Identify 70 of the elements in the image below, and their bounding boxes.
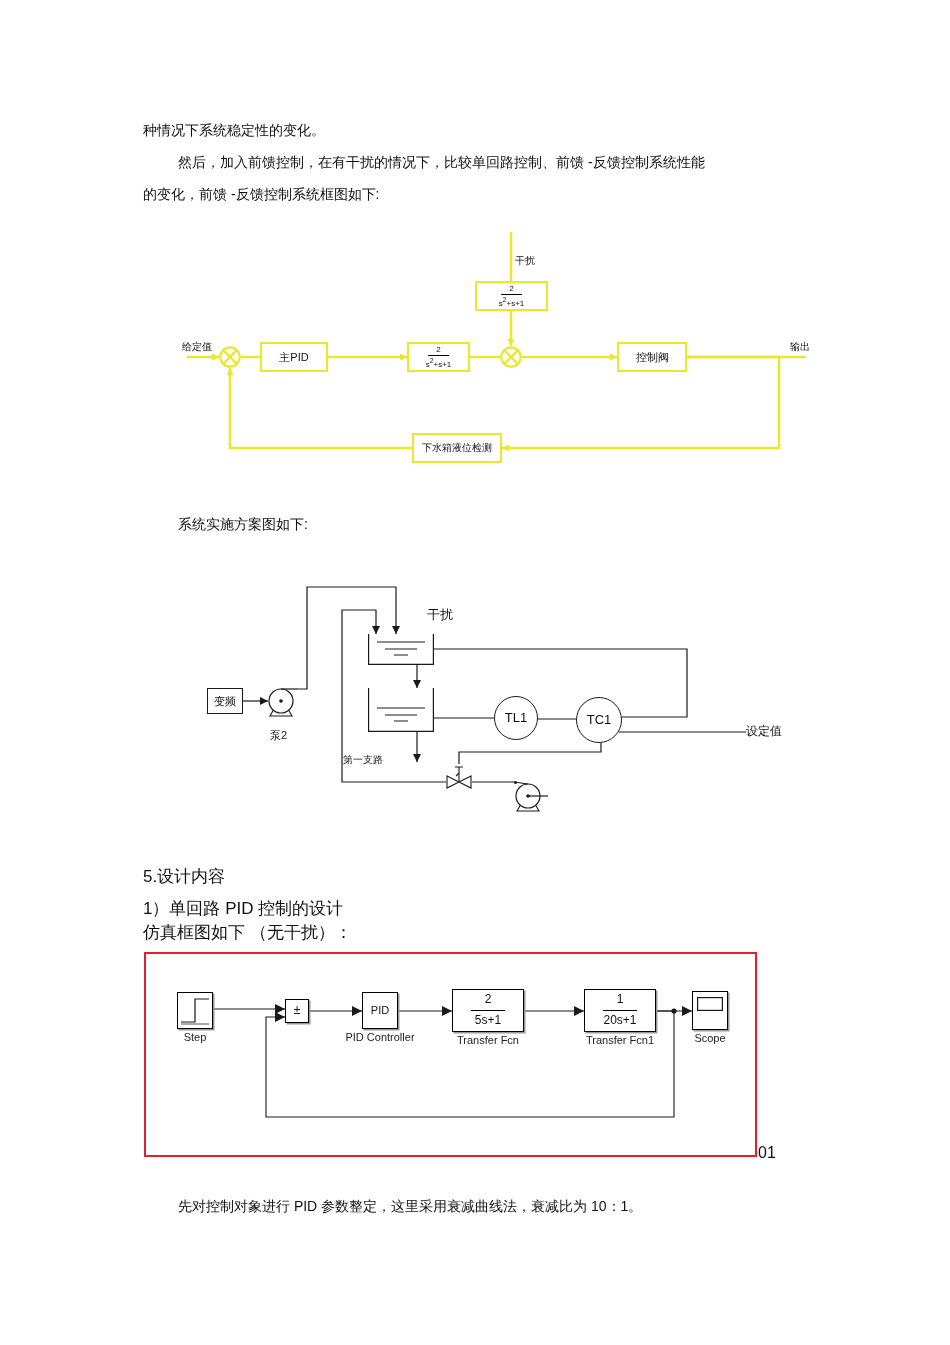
arrow bbox=[297, 586, 400, 690]
block-label: Scope bbox=[694, 1032, 726, 1046]
denominator: s$^{2}$+s+1 bbox=[425, 356, 452, 369]
signal-label: 干扰 bbox=[515, 255, 535, 268]
pipe-label: 第一支路 bbox=[343, 754, 383, 767]
summing-junction bbox=[500, 346, 522, 368]
numerator: 2 bbox=[470, 993, 506, 1011]
pump-symbol bbox=[268, 686, 298, 717]
instrument-bubble: TL1 bbox=[494, 696, 538, 740]
section-heading: 5.设计内容 bbox=[143, 866, 226, 888]
controller-block: 主PID bbox=[260, 342, 328, 372]
instrument-bubble: TC1 bbox=[576, 697, 622, 743]
denominator: 5s+1 bbox=[474, 1012, 502, 1028]
connector-line bbox=[537, 718, 577, 720]
signal-label: 输出 bbox=[790, 341, 810, 354]
connector-line bbox=[470, 355, 500, 359]
arrow bbox=[341, 609, 447, 783]
arrow bbox=[187, 353, 219, 361]
drive-block: 变频 bbox=[207, 688, 243, 714]
arrow bbox=[507, 311, 515, 346]
water-tank bbox=[368, 688, 434, 732]
signal-label: 给定值 bbox=[182, 341, 212, 354]
arrow bbox=[523, 1006, 585, 1016]
summing-junction bbox=[219, 346, 241, 368]
subheading: 1）单回路 PID 控制的设计 bbox=[143, 898, 344, 920]
numerator: 2 bbox=[428, 345, 449, 357]
arrow bbox=[242, 697, 269, 705]
sum-block: ± bbox=[285, 999, 309, 1023]
water-tank bbox=[368, 634, 434, 665]
transfer-function-block bbox=[475, 281, 548, 311]
arrow bbox=[328, 353, 407, 361]
arrow bbox=[265, 1010, 675, 1118]
control-valve-block: 控制阀 bbox=[617, 342, 687, 372]
connector-line bbox=[433, 717, 495, 719]
arrow bbox=[397, 1006, 453, 1016]
connector-line bbox=[433, 648, 688, 718]
arrow bbox=[413, 664, 421, 689]
connector-line bbox=[241, 355, 260, 359]
setpoint-label: 设定值 bbox=[746, 725, 782, 739]
paragraph: 种情况下系统稳定性的变化。 bbox=[143, 122, 325, 140]
paragraph: 先对控制对象进行 PID 参数整定，这里采用衰减曲线法，衰减比为 10：1。 bbox=[178, 1198, 643, 1216]
paragraph: 系统实施方案图如下: bbox=[178, 516, 308, 534]
component-label: 干扰 bbox=[427, 607, 453, 624]
component-label: 泵2 bbox=[270, 729, 288, 743]
block-label: Transfer Fcn1 bbox=[585, 1034, 655, 1048]
pump-symbol bbox=[514, 781, 548, 812]
figure-number: 01 bbox=[758, 1143, 776, 1163]
arrow bbox=[502, 355, 781, 452]
denominator: s$^{2}$+s+1 bbox=[498, 295, 525, 308]
arrow bbox=[226, 368, 412, 450]
numerator: 1 bbox=[602, 993, 638, 1011]
arrow bbox=[522, 353, 617, 361]
valve-symbol bbox=[446, 764, 472, 790]
transfer-function-block bbox=[407, 342, 470, 372]
arrow bbox=[413, 731, 421, 763]
paragraph: 仿真框图如下 （无干扰）： bbox=[143, 922, 352, 944]
connector-line bbox=[509, 232, 513, 281]
block-label: PID Controller bbox=[345, 1031, 415, 1045]
arrow bbox=[308, 1006, 363, 1016]
level-sensor-block: 下水箱液位检测 bbox=[412, 433, 502, 463]
block-label: Transfer Fcn bbox=[457, 1034, 519, 1048]
block-label: Step bbox=[183, 1031, 207, 1045]
denominator: 20s+1 bbox=[603, 1012, 637, 1028]
arrow bbox=[212, 1004, 286, 1014]
paragraph: 然后，加入前馈控制，在有干扰的情况下，比较单回路控制、前馈 -反馈控制系统性能的变化，前馈 -反馈控制系统框图如下: bbox=[143, 153, 706, 204]
numerator: 2 bbox=[501, 284, 522, 296]
block-text: PID bbox=[370, 1004, 390, 1017]
connector-line bbox=[618, 731, 747, 733]
connector-line bbox=[458, 742, 602, 765]
connector-line bbox=[471, 781, 515, 783]
